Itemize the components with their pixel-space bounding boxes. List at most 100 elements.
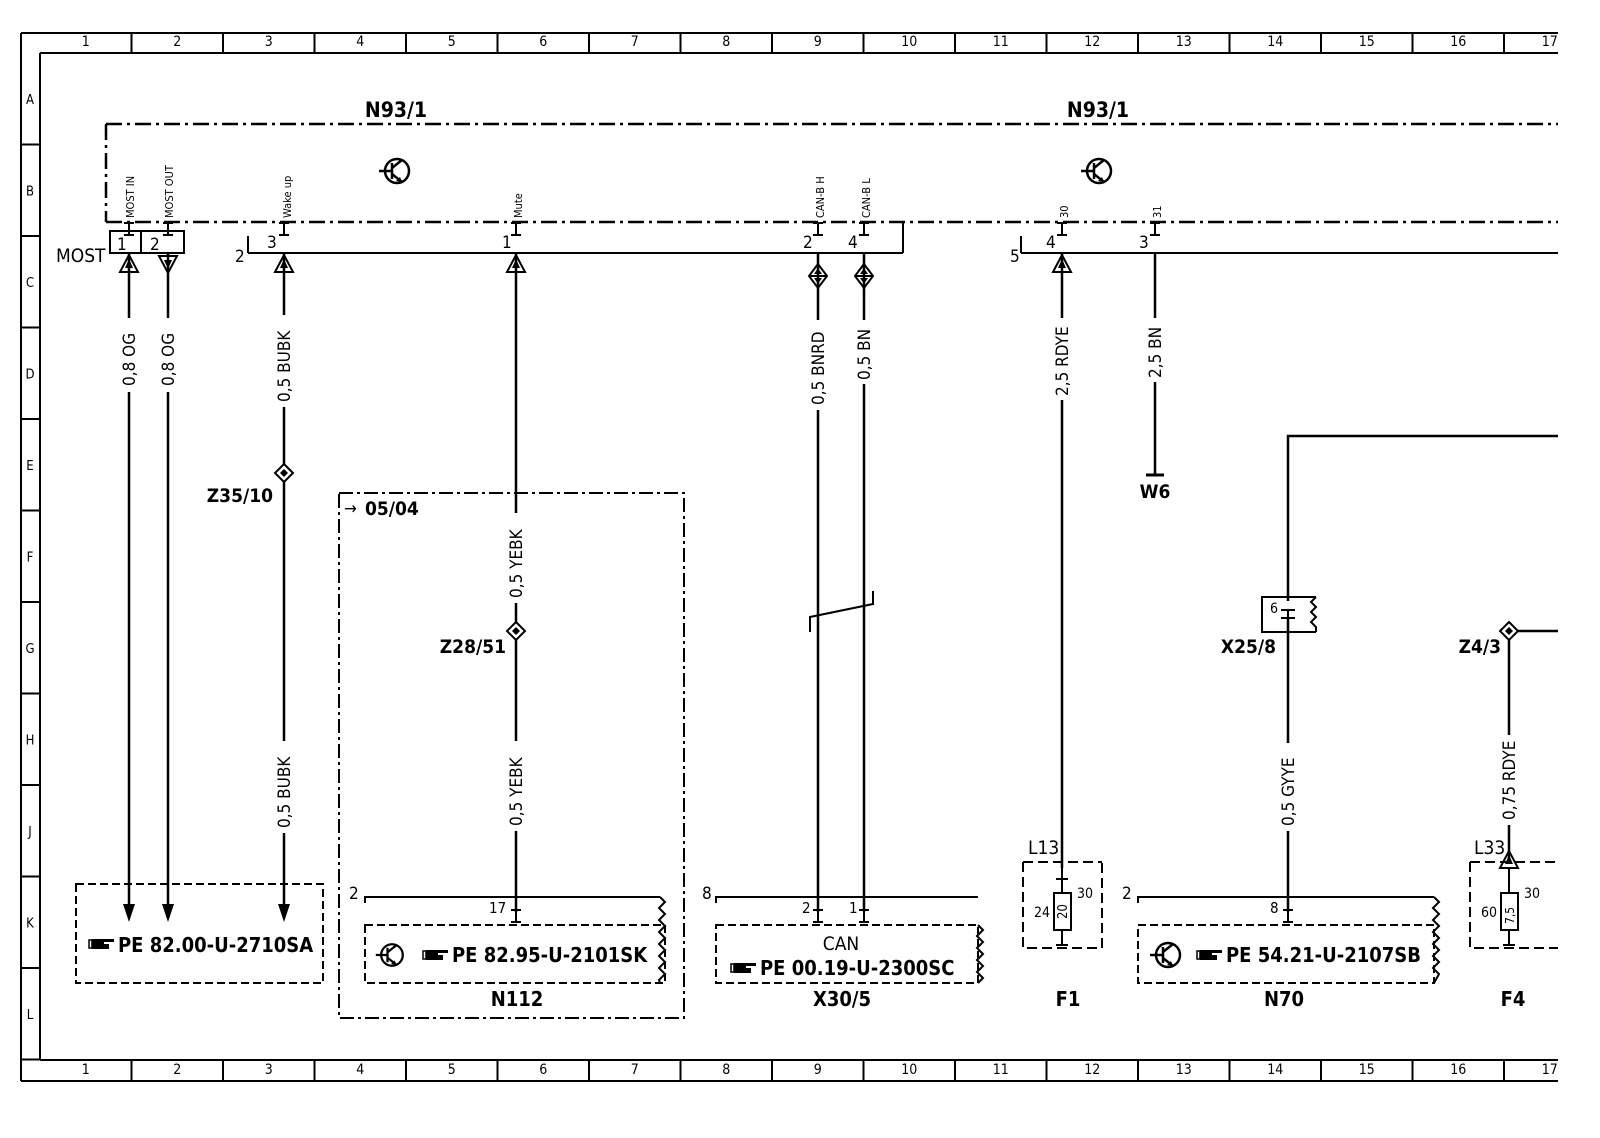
date-marker-arrow: →: [344, 499, 357, 519]
pin-stub: [812, 909, 824, 923]
pin-number: 1: [117, 235, 127, 255]
wire-label: 0,5 BUBK: [275, 756, 295, 828]
pin-stubs-top: [123, 222, 1161, 236]
reference-00-19[interactable]: PE 00.19-U-2300SC: [760, 956, 954, 980]
signal-30: 30: [1058, 205, 1071, 218]
pin-number: 4: [848, 233, 858, 253]
row-letter: K: [26, 916, 34, 931]
n93-1-label-left: N93/1: [365, 98, 427, 122]
reference-82-00[interactable]: PE 82.00-U-2710SA: [118, 933, 313, 957]
pointing-hand-icon: [422, 949, 449, 961]
column-dividers: [130, 33, 1505, 1081]
n93-1-housing: [104, 122, 1558, 224]
splice-z4-3-label: Z4/3: [1459, 636, 1501, 658]
column-number: 14: [1267, 34, 1283, 50]
pin-number: 1: [502, 233, 512, 253]
column-number: 8: [722, 1062, 730, 1078]
pin-number: 4: [1046, 233, 1056, 253]
pointing-hand-icon: [88, 938, 115, 950]
column-number: 17: [1542, 34, 1558, 50]
column-number: 7: [631, 1062, 639, 1078]
fuse-rating: 7,5: [1503, 907, 1517, 924]
fuse-f4-label: F4: [1501, 987, 1526, 1011]
wire-labels: 0,8 OG 0,8 OG 0,5 BUBK 0,5 BUBK 0,5 YEBK…: [119, 315, 1520, 833]
signal-wake-up: Wake up: [281, 176, 294, 218]
pin-number: 17: [489, 899, 506, 917]
splice-z4-3: [1499, 621, 1519, 641]
signal-31: 31: [1151, 205, 1164, 218]
splice-z35-10: [274, 463, 294, 483]
column-number: 16: [1450, 1062, 1466, 1078]
pointing-hand-icon: [1196, 949, 1223, 961]
wire-label: 2,5 RDYE: [1053, 326, 1073, 396]
column-number: 9: [814, 1062, 822, 1078]
fuse-f1-label: F1: [1056, 987, 1081, 1011]
pointing-hand-icon: [730, 962, 757, 974]
connector-strips: [109, 222, 1558, 254]
twisted-pair-mark: [809, 591, 874, 632]
column-number: 10: [901, 1062, 917, 1078]
reference-54-21[interactable]: PE 54.21-U-2107SB: [1226, 943, 1421, 967]
wire-label: 0,5 BN: [855, 329, 875, 380]
row-dividers: [21, 143, 40, 1061]
signal-mute: Mute: [512, 193, 525, 218]
column-number: 15: [1359, 1062, 1375, 1078]
column-number: 15: [1359, 34, 1375, 50]
transistor-icon: [1148, 941, 1182, 969]
column-number: 1: [82, 1062, 90, 1078]
pin-number: 3: [267, 233, 277, 253]
n112-module: [364, 896, 667, 984]
pin-stub: [1282, 909, 1294, 923]
column-number: 5: [448, 34, 456, 50]
pin-number: 2: [235, 247, 245, 267]
row-letter: J: [27, 825, 31, 840]
column-number: 2: [173, 34, 181, 50]
column-number: 3: [265, 34, 273, 50]
wire-label: 0,5 BUBK: [275, 330, 295, 402]
pin-number: 2: [802, 899, 811, 917]
fuse-terminal: 30: [1524, 886, 1540, 902]
wire-label: 0,5 YEBK: [507, 756, 527, 826]
row-letter: B: [26, 184, 34, 199]
column-number: 16: [1450, 34, 1466, 50]
column-number: 14: [1267, 1062, 1283, 1078]
transistor-icon: [374, 943, 404, 967]
column-number: 7: [631, 34, 639, 50]
wire-label: 0,5 YEBK: [507, 528, 527, 598]
fuse-terminal: 60: [1481, 905, 1497, 921]
wire-label: 2,5 BN: [1146, 327, 1166, 378]
signal-can-b-h: CAN-B H: [814, 176, 827, 218]
reference-82-95[interactable]: PE 82.95-U-2101SK: [452, 943, 648, 967]
pin-number: 5: [1010, 247, 1020, 267]
n93-1-label-right: N93/1: [1067, 98, 1129, 122]
pin-stub: [858, 909, 870, 923]
signal-names: MOST IN MOST OUT Wake up Mute CAN-B H CA…: [124, 164, 1164, 218]
signal-can-b-l: CAN-B L: [860, 178, 873, 218]
pin-number: 2: [803, 233, 813, 253]
column-labels: 1122334455667788991010111112121313141415…: [82, 34, 1558, 1078]
n70-module: [1137, 896, 1441, 984]
splice-z28-51-label: Z28/51: [440, 636, 506, 658]
column-number: 9: [814, 34, 822, 50]
column-number: 13: [1176, 1062, 1192, 1078]
pin-number: 8: [702, 884, 712, 904]
pin-numbers-top: 1 2 2 3 1 2 4 5 4 3: [117, 233, 1149, 267]
destination-arrows: [123, 904, 290, 922]
signal-most-in: MOST IN: [124, 176, 137, 218]
most-connector-label: MOST: [56, 245, 106, 267]
column-number: 17: [1542, 1062, 1558, 1078]
wire-label: 0,5 GYYE: [1279, 757, 1299, 826]
pin-stub: [510, 909, 522, 923]
column-number: 2: [173, 1062, 181, 1078]
splice-z35-10-label: Z35/10: [207, 485, 273, 507]
row-letter: E: [26, 459, 33, 474]
ref-box-82-00: [75, 883, 324, 984]
column-number: 10: [901, 34, 917, 50]
row-letter: G: [25, 642, 34, 657]
fuse-terminal: 24: [1034, 905, 1050, 921]
n112-version-frame: [338, 492, 685, 1019]
wires: [127, 253, 1558, 912]
column-number: 1: [82, 34, 90, 50]
signal-direction-arrows: [119, 254, 1072, 289]
